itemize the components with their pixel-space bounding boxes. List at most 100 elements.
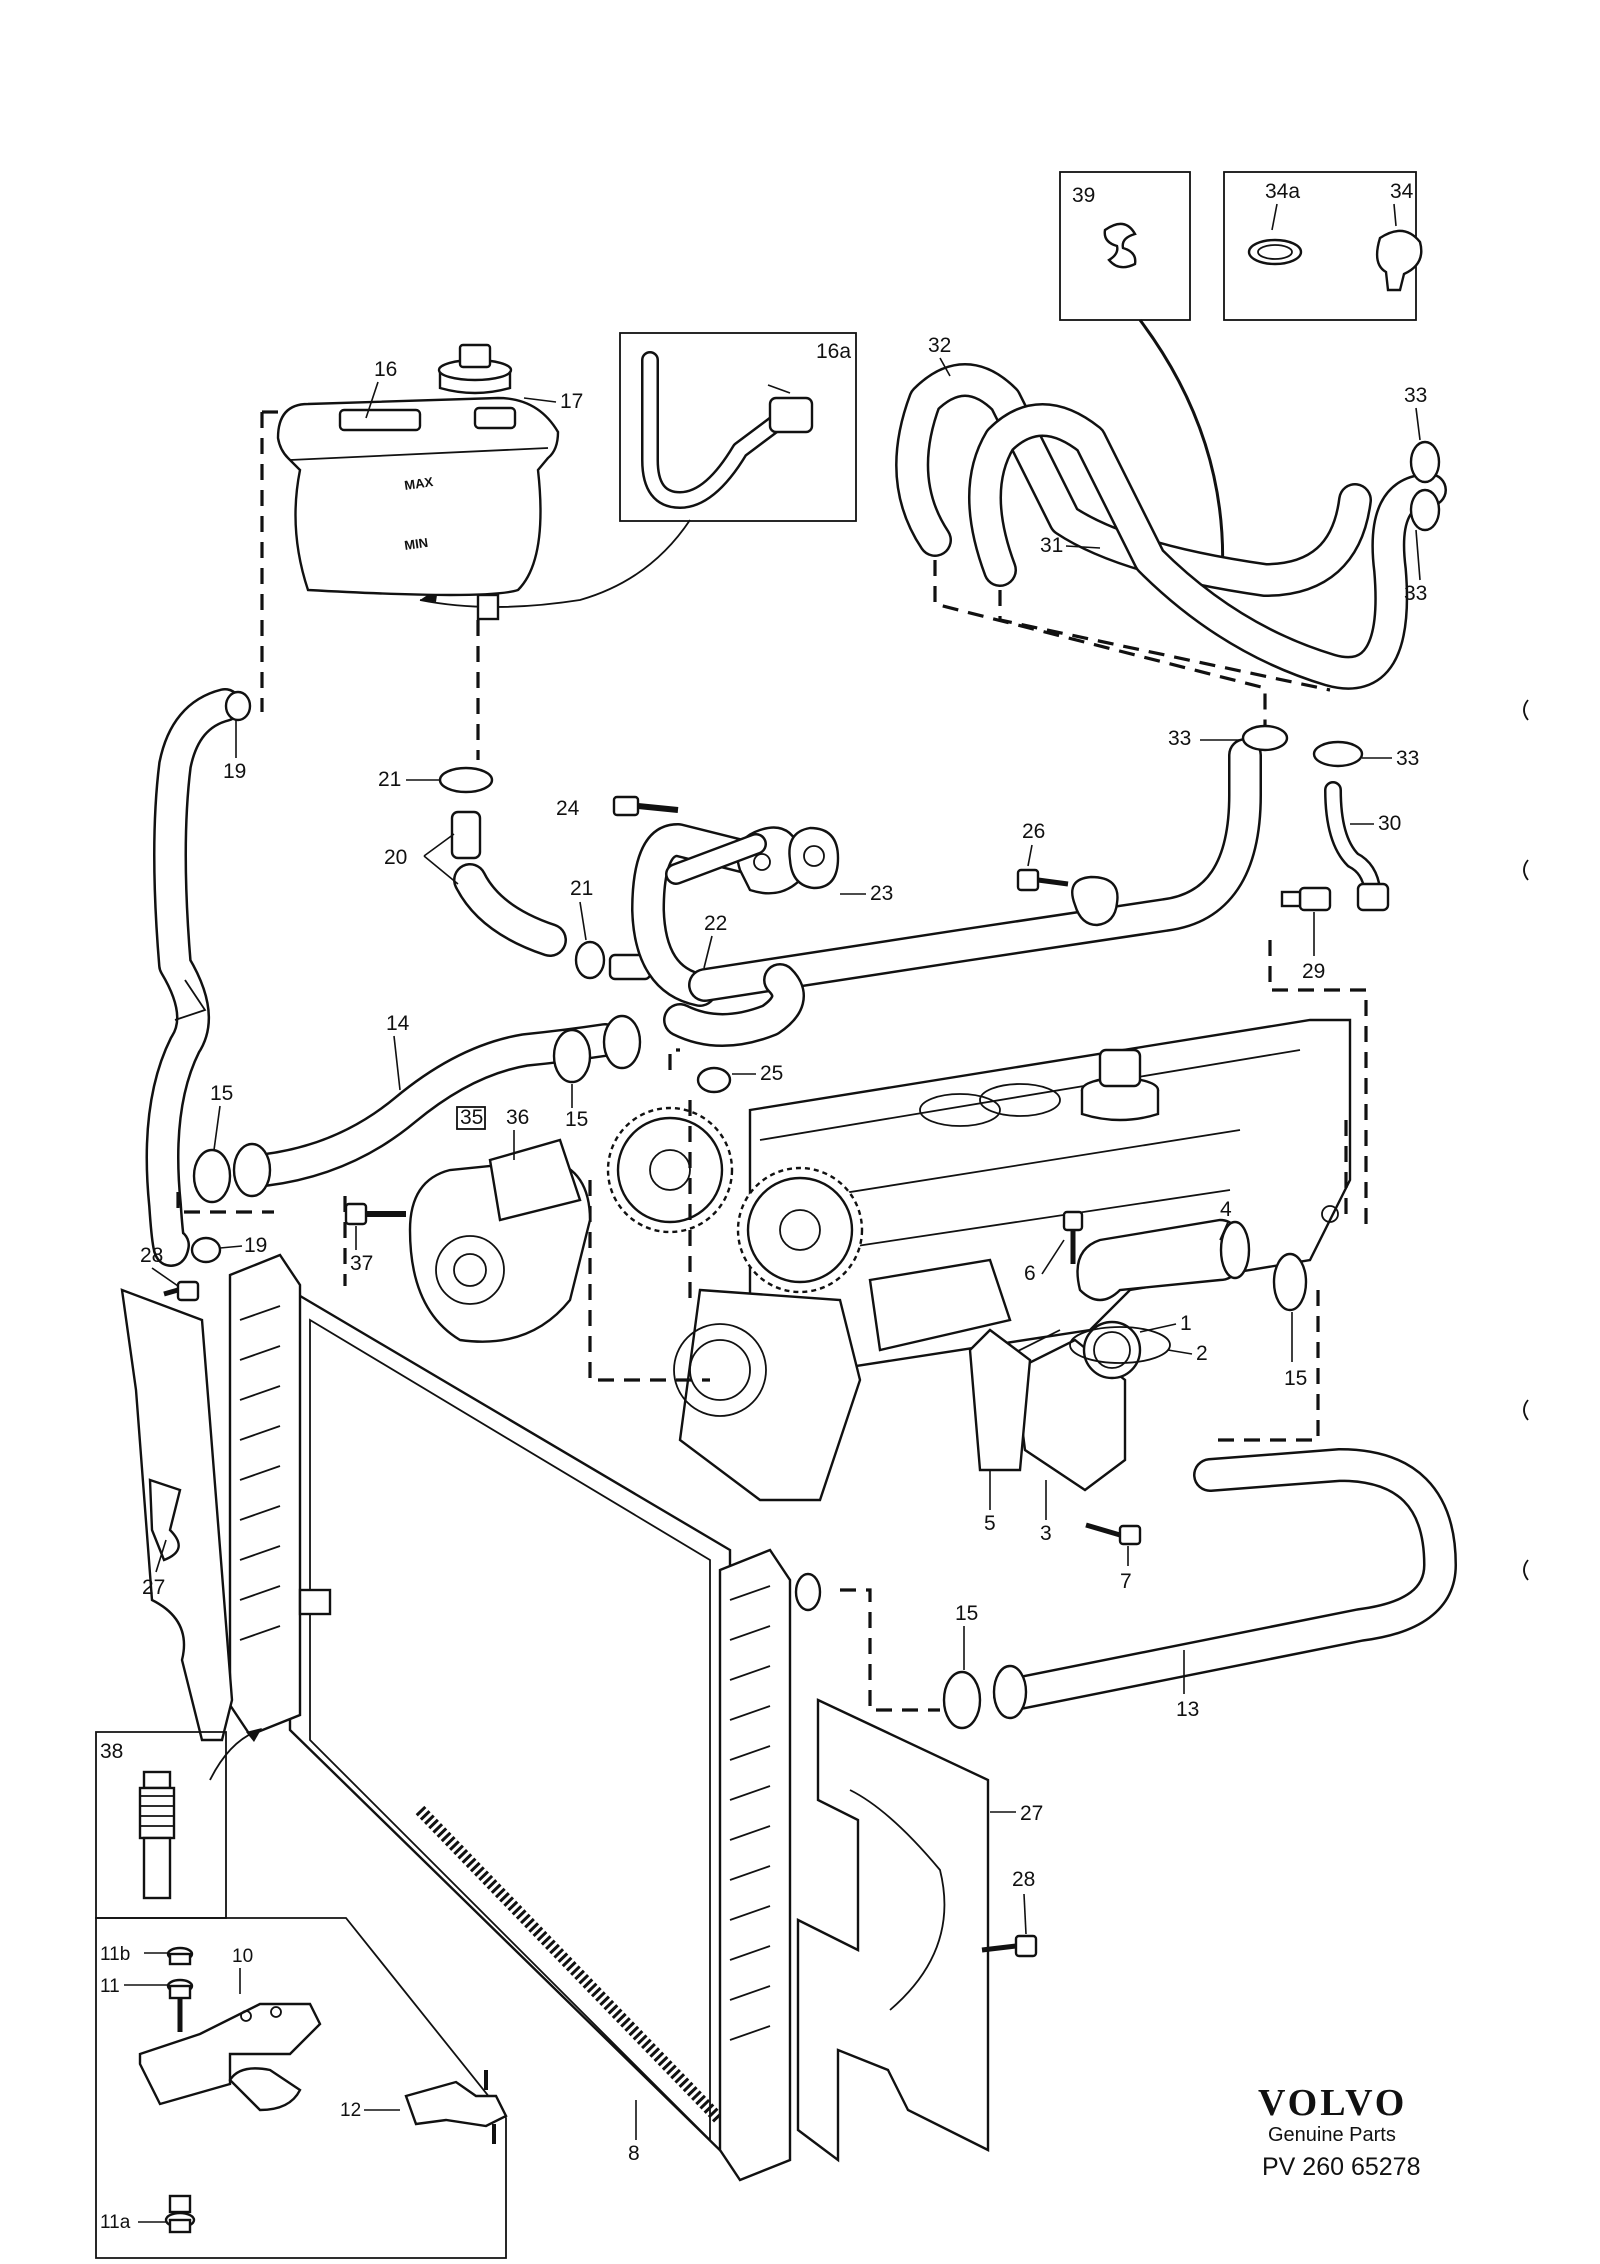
seal-ring-2 bbox=[1069, 1326, 1171, 1364]
label-20: 20 bbox=[384, 846, 407, 869]
label-19a: 19 bbox=[223, 760, 246, 783]
label-28a: 28 bbox=[140, 1244, 163, 1267]
thermostat-housing bbox=[968, 1320, 1171, 1492]
label-26: 26 bbox=[1022, 820, 1045, 843]
label-29: 29 bbox=[1302, 960, 1325, 983]
oil-filler-cap bbox=[1080, 1048, 1160, 1122]
hose-clamp-34-icon bbox=[1375, 229, 1423, 292]
camshaft-gear-right bbox=[736, 1166, 864, 1294]
expansion-tank: MAX MIN bbox=[276, 396, 560, 621]
label-10: 10 bbox=[232, 1946, 253, 1967]
label-34a: 34a bbox=[1265, 180, 1300, 203]
label-33b: 33 bbox=[1404, 582, 1427, 605]
hose-clamp-21-upper-icon bbox=[438, 766, 494, 794]
label-12: 12 bbox=[340, 2100, 361, 2121]
label-24: 24 bbox=[556, 797, 580, 820]
label-38: 38 bbox=[100, 1740, 123, 1763]
label-1: 1 bbox=[1180, 1312, 1192, 1335]
level-sensor-connector-icon bbox=[768, 396, 814, 434]
hose-clamp-21-lower-icon bbox=[574, 940, 606, 980]
water-pump bbox=[408, 1138, 592, 1343]
label-34: 34 bbox=[1390, 180, 1414, 203]
bolt-28-right-icon bbox=[981, 1934, 1038, 1958]
hose-clamp-15-right-icon bbox=[1272, 1252, 1308, 1312]
label-15b: 15 bbox=[565, 1108, 588, 1131]
label-11b: 11b bbox=[100, 1944, 130, 1965]
engine-cylinder-head bbox=[673, 1018, 1352, 1502]
label-15d: 15 bbox=[955, 1602, 978, 1625]
label-32: 32 bbox=[928, 334, 951, 357]
gasket-5 bbox=[968, 1328, 1032, 1472]
label-33a: 33 bbox=[1404, 384, 1427, 407]
label-2: 2 bbox=[1196, 1342, 1208, 1365]
label-27a: 27 bbox=[142, 1576, 165, 1599]
label-19b: 19 bbox=[244, 1234, 267, 1257]
hose-clip-19-lower-icon bbox=[190, 1236, 222, 1264]
arrow-16a-to-tank bbox=[419, 519, 691, 608]
max-marking: MAX bbox=[403, 474, 434, 493]
bolt-26-icon bbox=[1016, 868, 1040, 892]
label-11a: 11a bbox=[100, 2212, 131, 2233]
brand-subtitle: Genuine Parts bbox=[1268, 2124, 1396, 2146]
label-31: 31 bbox=[1040, 534, 1063, 557]
label-14: 14 bbox=[386, 1012, 410, 1035]
label-13: 13 bbox=[1176, 1698, 1199, 1721]
radiator-outlet bbox=[794, 1572, 822, 1612]
label-25: 25 bbox=[760, 1062, 783, 1085]
inset-box-38: 38 bbox=[95, 1728, 262, 1919]
pipe-clamp-26 bbox=[1016, 868, 1119, 927]
radiator-left-tank bbox=[228, 1253, 302, 1737]
hose-clamp-15-left-icon bbox=[192, 1148, 232, 1204]
label-16: 16 bbox=[374, 358, 397, 381]
air-guide-27-left bbox=[120, 1288, 234, 1742]
brand-name: VOLVO bbox=[1258, 2082, 1407, 2124]
hose-clamp-15-mid-icon bbox=[552, 1028, 592, 1084]
label-21a: 21 bbox=[378, 768, 401, 791]
label-3: 3 bbox=[1040, 1522, 1052, 1545]
bolt-7-icon bbox=[1085, 1522, 1142, 1546]
label-4: 4 bbox=[1220, 1198, 1232, 1221]
tank-cap-17 bbox=[437, 343, 513, 395]
label-22: 22 bbox=[704, 912, 727, 935]
bolt-6-icon bbox=[1062, 1210, 1084, 1264]
diagram-code: PV 260 65278 bbox=[1262, 2153, 1420, 2181]
inset-box-10-12: 11b 11 10 11a 12 bbox=[95, 1917, 508, 2259]
bolt-24-icon bbox=[612, 795, 679, 817]
thermostat-cover-4 bbox=[1076, 1218, 1251, 1302]
min-marking: MIN bbox=[403, 535, 429, 553]
thermostat-1 bbox=[1082, 1320, 1142, 1380]
label-33c: 33 bbox=[1168, 727, 1191, 750]
hose-clamp-15-lower-icon bbox=[942, 1670, 982, 1730]
label-16a: 16a bbox=[816, 340, 851, 363]
label-6: 6 bbox=[1024, 1262, 1036, 1285]
label-28b: 28 bbox=[1012, 1868, 1035, 1891]
drain-plug-38-icon bbox=[138, 1770, 176, 1900]
air-guide-27-right bbox=[796, 1698, 990, 2163]
label-35: 35 bbox=[460, 1106, 483, 1129]
label-37: 37 bbox=[350, 1252, 373, 1275]
label-23: 23 bbox=[870, 882, 893, 905]
label-17: 17 bbox=[560, 390, 583, 413]
tank-outlet-stub bbox=[476, 593, 500, 621]
bracket-10-icon bbox=[138, 2002, 322, 2112]
hose-clamp-33-upper-icon bbox=[1409, 440, 1441, 484]
label-15c: 15 bbox=[1284, 1367, 1307, 1390]
label-15a: 15 bbox=[210, 1082, 233, 1105]
hose-clamp-33-left-icon bbox=[1241, 724, 1289, 752]
hose-clip-19-upper-icon bbox=[224, 690, 252, 722]
label-8: 8 bbox=[628, 2142, 640, 2165]
bracket-12-icon bbox=[404, 2070, 508, 2144]
pump-gasket-36 bbox=[488, 1138, 582, 1222]
label-33d: 33 bbox=[1396, 747, 1419, 770]
bolt-37-icon bbox=[344, 1202, 406, 1226]
tank-cap-neck bbox=[473, 406, 517, 430]
hose-clamp-34a-icon bbox=[1247, 238, 1303, 266]
label-11: 11 bbox=[100, 1976, 120, 1997]
label-21b: 21 bbox=[570, 877, 593, 900]
inset-box-34: 34a 34 bbox=[1223, 171, 1423, 321]
label-27b: 27 bbox=[1020, 1802, 1043, 1825]
inset-box-16a: 16a bbox=[619, 332, 857, 522]
o-ring-25-icon bbox=[696, 1066, 732, 1094]
